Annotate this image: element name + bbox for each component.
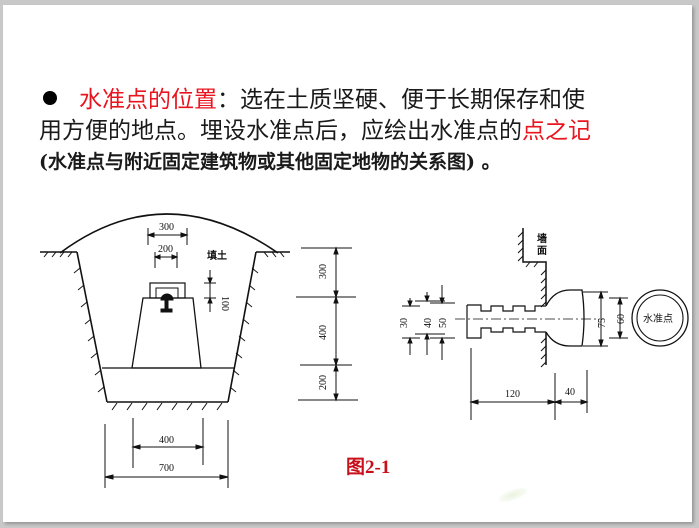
slide: 水准点的位置：选在土质坚硬、便于长期保存和使 用方便的地点。埋设水准点后，应绘出… <box>3 5 692 522</box>
benchmark-symbol-label: 水准点 <box>643 313 673 325</box>
line-1: 水准点的位置：选在土质坚硬、便于长期保存和使 <box>39 85 699 116</box>
dim-400-bottom: 400 <box>159 435 174 446</box>
dim-75: 75 <box>597 318 608 328</box>
line-1-text: ：选在土质坚硬、便于长期保存和使 <box>217 87 585 113</box>
fill-soil-label: 填土 <box>207 249 227 262</box>
dim-120: 120 <box>505 389 520 400</box>
right-diagram: 墙 面 30 40 50 120 40 <box>399 228 689 420</box>
dim-300: 300 <box>159 222 174 233</box>
highlight-term: 水准点的位置 <box>79 87 217 113</box>
bullet-icon <box>43 91 57 105</box>
line-2-text: 用方便的地点。埋设水准点后，应绘出水准点的 <box>39 118 522 144</box>
dim-200-vertical: 200 <box>318 375 329 390</box>
dim-700-bottom: 700 <box>159 463 174 474</box>
dim-200: 200 <box>158 244 173 255</box>
line-2: 用方便的地点。埋设水准点后，应绘出水准点的点之记 <box>39 116 699 147</box>
dim-50: 50 <box>438 318 449 328</box>
dim-100: 100 <box>219 296 230 311</box>
figure-caption: 图2-1 <box>346 457 391 478</box>
dim-40: 40 <box>423 318 434 328</box>
wall-label-2: 面 <box>537 245 547 257</box>
dim-400-vertical: 400 <box>318 325 329 340</box>
dim-60: 60 <box>616 314 627 324</box>
paragraph: 水准点的位置：选在土质坚硬、便于长期保存和使 用方便的地点。埋设水准点后，应绘出… <box>39 85 699 177</box>
line-3: (水准点与附近固定建筑物或其他固定地物的关系图) 。 <box>39 151 501 173</box>
dim-300-vertical: 300 <box>318 264 329 279</box>
dim-30: 30 <box>399 318 410 328</box>
dim-40-bottom: 40 <box>565 387 575 398</box>
wall-label-1: 墙 <box>537 232 547 245</box>
left-diagram: 300 200 填土 100 400 700 300 400 20 <box>40 213 358 488</box>
highlight-term-2: 点之记 <box>522 118 591 144</box>
